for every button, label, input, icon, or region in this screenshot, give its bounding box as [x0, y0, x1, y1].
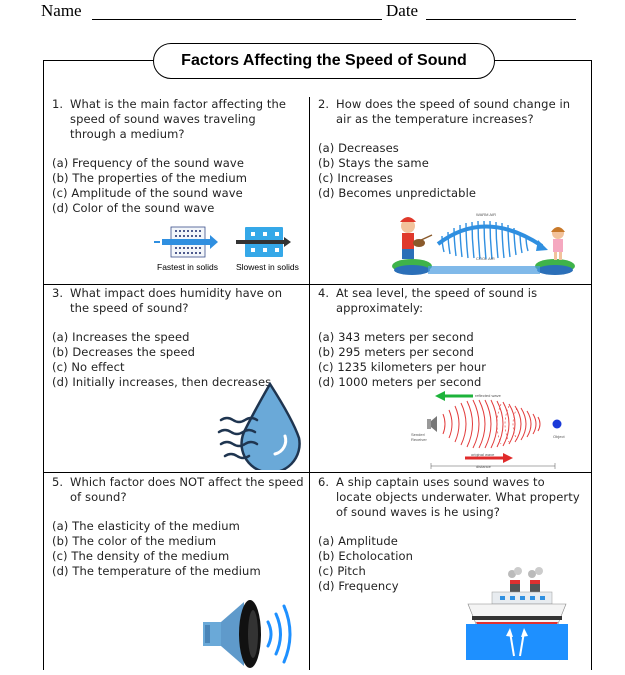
- option-d[interactable]: (d) The temperature of the medium: [52, 564, 261, 578]
- option-d[interactable]: (d) Initially increases, then decreases: [52, 375, 272, 389]
- name-field[interactable]: [92, 19, 382, 20]
- question-stem: What impact does humidity have on the sp…: [70, 286, 283, 315]
- question-number: 1.: [52, 97, 64, 111]
- option-d[interactable]: (d) Becomes unpredictable: [318, 186, 477, 200]
- slowest-in-solids-caption: Slowest in solids: [236, 262, 299, 272]
- option-b[interactable]: (b) Echolocation: [318, 549, 414, 563]
- title-rule-right: [493, 60, 592, 61]
- worksheet-title-text: Factors Affecting the Speed of Sound: [181, 52, 467, 69]
- object-label: Object: [553, 434, 565, 439]
- question-2: 2. How does the speed of sound change in …: [318, 97, 578, 201]
- option-d[interactable]: (d) 1000 meters per second: [318, 375, 482, 389]
- question-4: 4. At sea level, the speed of sound is ap…: [318, 286, 578, 390]
- date-field[interactable]: [426, 19, 576, 20]
- row-divider-2: [43, 472, 592, 473]
- original-wave-label: original wave: [471, 452, 495, 457]
- question-number: 5.: [52, 475, 64, 489]
- title-rule-left: [43, 60, 153, 61]
- worksheet-title: Factors Affecting the Speed of Sound: [153, 43, 495, 79]
- name-date-row: Name Date: [40, 0, 580, 24]
- name-label: Name: [41, 1, 82, 20]
- question-5: 5. Which factor does NOT affect the speed…: [52, 475, 304, 579]
- question-stem: What is the main factor affecting the sp…: [70, 97, 287, 141]
- question-number: 3.: [52, 286, 64, 300]
- cool-air-label: COOL AIR: [476, 256, 495, 261]
- sender-receiver-label: Sender/ Receiver: [411, 432, 427, 442]
- option-c[interactable]: (c) The density of the medium: [52, 549, 230, 563]
- row-divider-1: [43, 284, 592, 285]
- option-b[interactable]: (b) Decreases the speed: [52, 345, 196, 359]
- option-c[interactable]: (c) 1235 kilometers per hour: [318, 360, 487, 374]
- option-b[interactable]: (b) The color of the medium: [52, 534, 217, 548]
- option-a[interactable]: (a) Increases the speed: [52, 330, 190, 344]
- question-stem: At sea level, the speed of sound is appr…: [336, 286, 538, 315]
- date-label: Date: [386, 1, 419, 20]
- question-stem: How does the speed of sound change in ai…: [336, 97, 571, 126]
- question-6: 6. A ship captain uses sound waves to loc…: [318, 475, 580, 594]
- reflected-wave-label: reflected wave: [475, 393, 501, 398]
- humidity-drop-icon: [217, 381, 301, 470]
- option-d[interactable]: (d) Color of the sound wave: [52, 201, 215, 215]
- option-c[interactable]: (c) Pitch: [318, 564, 366, 578]
- question-number: 2.: [318, 97, 330, 111]
- option-c[interactable]: (c) Amplitude of the sound wave: [52, 186, 243, 200]
- option-c[interactable]: (c) Increases: [318, 171, 393, 185]
- ship-sonar-icon: [466, 567, 568, 660]
- question-number: 4.: [318, 286, 330, 300]
- option-a[interactable]: (a) Frequency of the sound wave: [52, 156, 245, 170]
- fastest-in-solids-caption: Fastest in solids: [157, 262, 218, 272]
- option-a[interactable]: (a) 343 meters per second: [318, 330, 474, 344]
- option-a[interactable]: (a) Amplitude: [318, 534, 398, 548]
- option-b[interactable]: (b) 295 meters per second: [318, 345, 475, 359]
- column-divider: [309, 97, 310, 670]
- question-stem: Which factor does NOT affect the speed o…: [70, 475, 304, 504]
- warm-air-label: WARM AIR: [476, 212, 497, 217]
- option-c[interactable]: (c) No effect: [52, 360, 125, 374]
- solids-speed-illustration: [154, 226, 291, 258]
- option-d[interactable]: (d) Frequency: [318, 579, 399, 593]
- temperature-sound-illustration: [392, 217, 575, 275]
- distance-label: distance: [476, 464, 491, 469]
- question-3: 3. What impact does humidity have on the …: [52, 286, 304, 390]
- speaker-icon: [203, 600, 292, 668]
- question-stem: A ship captain uses sound waves to locat…: [336, 475, 580, 519]
- option-a[interactable]: (a) The elasticity of the medium: [52, 519, 240, 533]
- question-1: 1. What is the main factor affecting the …: [52, 97, 304, 216]
- option-b[interactable]: (b) The properties of the medium: [52, 171, 248, 185]
- question-number: 6.: [318, 475, 330, 489]
- option-b[interactable]: (b) Stays the same: [318, 156, 429, 170]
- option-a[interactable]: (a) Decreases: [318, 141, 399, 155]
- echo-wave-diagram: [427, 391, 562, 469]
